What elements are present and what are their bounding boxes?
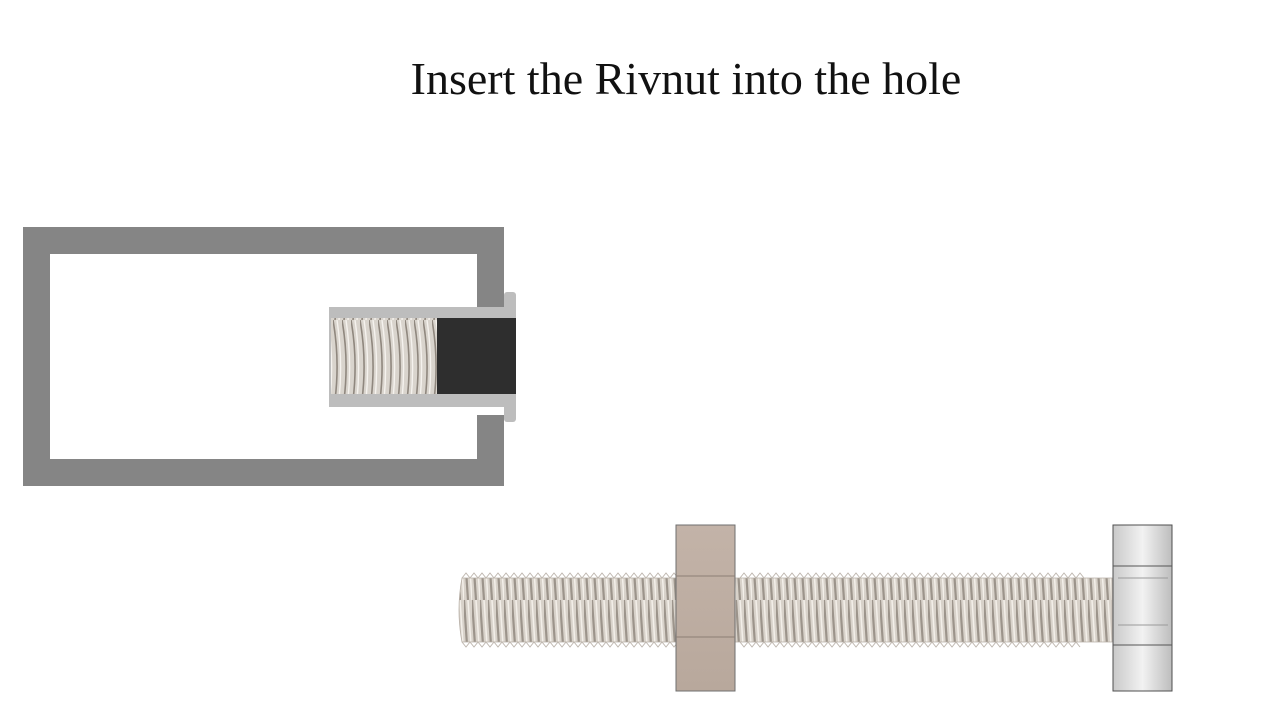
hex-nut-icon bbox=[675, 524, 736, 692]
rivnut-icon bbox=[329, 292, 516, 422]
threaded-rod-icon bbox=[458, 572, 1113, 648]
rectangular-tube-icon bbox=[23, 227, 504, 486]
bolt-head-icon bbox=[1112, 524, 1173, 692]
slide-title: Insert the Rivnut into the hole bbox=[410, 53, 962, 104]
